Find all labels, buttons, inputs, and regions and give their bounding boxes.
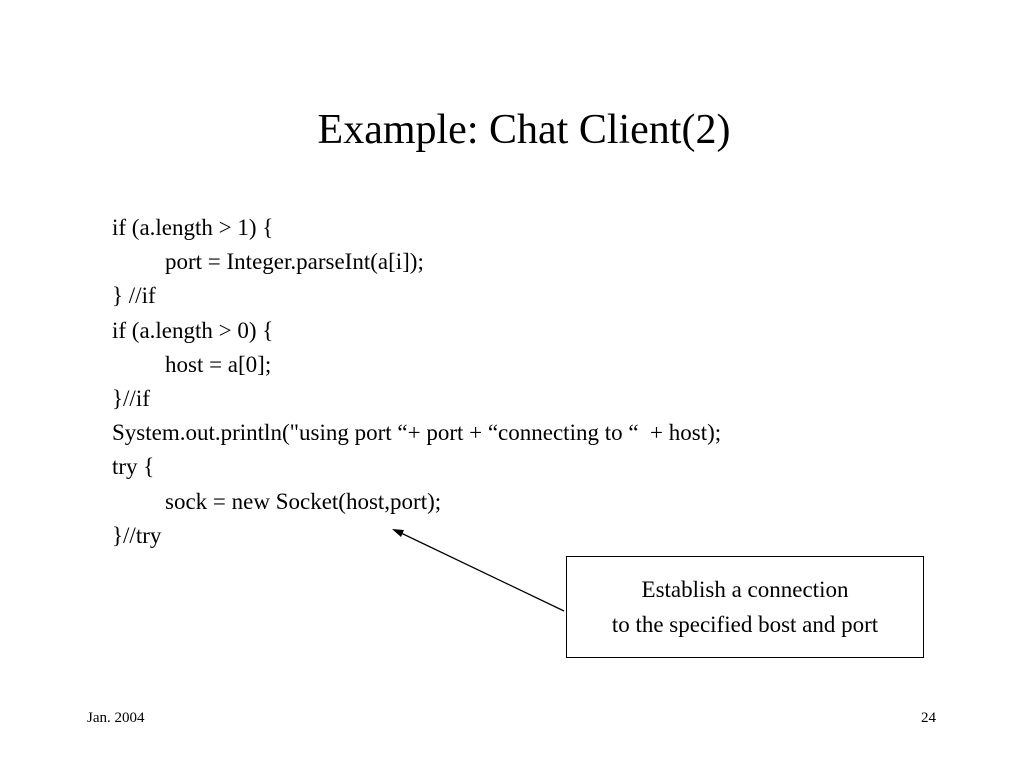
code-line: if (a.length > 1) { (112, 215, 274, 240)
callout-text-line: Establish a connection (641, 577, 849, 602)
code-line: sock = new Socket(host,port); (165, 488, 442, 514)
code-line: } //if (112, 283, 156, 309)
code-line: }//try (112, 522, 162, 548)
footer-date: Jan. 2004 (87, 710, 145, 726)
slide-title: Example: Chat Client(2) (317, 107, 731, 153)
code-line: try { (112, 454, 155, 480)
code-line: if (a.length > 0) { (112, 317, 274, 343)
callout-box: Establish a connection to the specified … (566, 556, 924, 658)
code-block: if (a.length > 1) { port = Integer.parse… (112, 211, 721, 553)
code-line: System.out.println("using port “+ port +… (112, 420, 722, 446)
code-line: host = a[0]; (165, 351, 272, 377)
page-number: 24 (921, 710, 936, 726)
code-line: }//if (112, 385, 150, 411)
code-line: port = Integer.parseInt(a[i]); (165, 249, 424, 275)
callout-text-line: to the specified bost and port (611, 612, 879, 637)
